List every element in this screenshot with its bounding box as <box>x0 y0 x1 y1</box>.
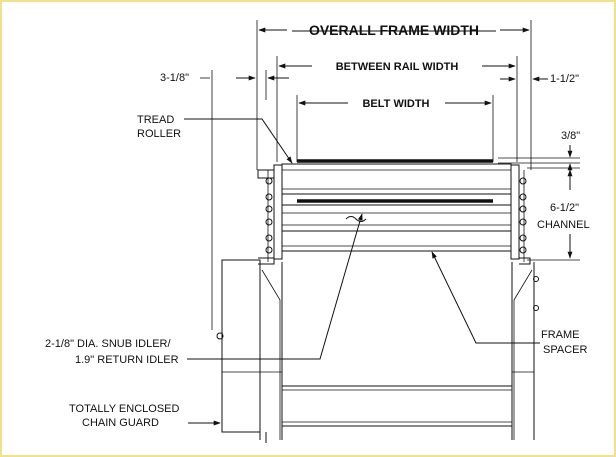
overall-frame-width-dimension: OVERALL FRAME WIDTH <box>258 22 530 38</box>
right-offset-label: 1-1/2" <box>550 73 579 85</box>
chain-guard-label-1: TOTALLY ENCLOSED <box>69 403 180 415</box>
callout-chain-guard: TOTALLY ENCLOSED CHAIN GUARD <box>69 403 221 429</box>
belt-height-dimension: 3/8" <box>498 130 580 176</box>
right-offset-dimension: 1-1/2" <box>500 73 579 85</box>
snub-idler-label-2: 1.9" RETURN IDLER <box>75 354 179 366</box>
belt-width-label: BELT WIDTH <box>362 98 429 110</box>
extension-lines <box>211 20 532 330</box>
chain-guard-label-2: CHAIN GUARD <box>82 417 159 429</box>
between-rail-width-dimension: BETWEEN RAIL WIDTH <box>278 61 516 73</box>
left-offset-label: 3-1/8" <box>160 72 189 84</box>
snub-idler-label-1: 2-1/8" DIA. SNUB IDLER/ <box>45 338 171 350</box>
between-rail-width-label: BETWEEN RAIL WIDTH <box>336 61 459 73</box>
tread-roller-label-1: TREAD <box>137 114 174 126</box>
callout-snub-idler: 2-1/8" DIA. SNUB IDLER/ 1.9" RETURN IDLE… <box>45 213 363 366</box>
support-legs <box>259 262 539 440</box>
channel-height-dimension: 6-1/2" CHANNEL <box>527 167 590 261</box>
left-offset-dimension: 3-1/8" <box>160 72 289 84</box>
callout-frame-spacer: FRAME SPACER <box>431 251 587 356</box>
frame-spacer-label-1: FRAME <box>541 329 580 341</box>
belt-height-label: 3/8" <box>561 130 580 142</box>
tread-roller-label-2: ROLLER <box>137 128 181 140</box>
belt-width-dimension: BELT WIDTH <box>298 98 492 110</box>
channel-label: CHANNEL <box>537 219 590 231</box>
conveyor-bed <box>257 159 531 265</box>
channel-height-label: 6-1/2" <box>550 202 579 214</box>
frame-spacer-label-2: SPACER <box>543 344 587 356</box>
chain-guard <box>216 259 267 443</box>
overall-frame-width-label: OVERALL FRAME WIDTH <box>309 22 479 38</box>
callout-tread-roller: TREAD ROLLER <box>137 114 293 164</box>
